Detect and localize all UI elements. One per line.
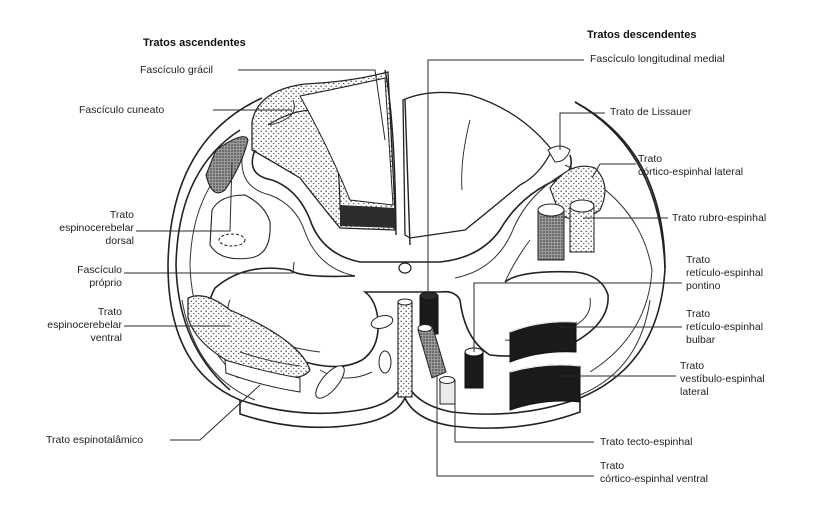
label-line: dorsal bbox=[105, 235, 134, 247]
ventral-white-matter-left bbox=[315, 315, 394, 399]
leader-lines bbox=[124, 59, 682, 477]
label-vestibulo-espinhal-lateral: Trato vestíbulo-espinhal lateral bbox=[680, 360, 765, 399]
label-line: próprio bbox=[89, 277, 122, 289]
label-espinocerebelar-ventral: Trato espinocerebelar ventral bbox=[10, 306, 122, 345]
label-line: Trato bbox=[109, 209, 134, 221]
label-line: vestíbulo-espinhal bbox=[680, 373, 765, 385]
label-line: Trato bbox=[686, 308, 711, 320]
lateral-vestibulospinal bbox=[509, 364, 581, 411]
label-fasciculo-gracil: Fascículo grácil bbox=[140, 64, 213, 76]
label-fasciculo-proprio: Fascículo próprio bbox=[22, 264, 122, 290]
label-line: retículo-espinhal bbox=[686, 267, 764, 279]
label-line: Trato bbox=[686, 254, 711, 266]
dorsal-column-right bbox=[402, 91, 553, 246]
label-line: Trato bbox=[638, 153, 663, 165]
tectospinal bbox=[439, 376, 456, 405]
label-reticulo-espinhal-bulbar: Trato retículo-espinhal bulbar bbox=[686, 308, 763, 347]
descending-tracts-heading: Tratos descendentes bbox=[587, 29, 697, 41]
label-rubro-espinhal: Trato rubro-espinhal bbox=[672, 212, 767, 224]
lissauer-tract bbox=[547, 145, 571, 163]
label-lissauer: Trato de Lissauer bbox=[610, 106, 692, 118]
label-line: lateral bbox=[680, 386, 709, 398]
label-reticulo-espinhal-pontino: Trato retículo-espinhal pontino bbox=[686, 254, 763, 293]
label-line: pontino bbox=[686, 280, 721, 292]
spinothalamic-area bbox=[224, 351, 301, 393]
spinocerebellar-dorsal-band bbox=[205, 136, 249, 194]
ventral-fissure bbox=[397, 298, 413, 398]
label-line: Fascículo bbox=[77, 264, 122, 276]
label-espinotalamico: Trato espinotalâmico bbox=[46, 434, 144, 446]
label-espinocerebelar-dorsal: Trato espinocerebelar dorsal bbox=[22, 209, 134, 248]
label-cortico-espinhal-lateral: Trato córtico-espinhal lateral bbox=[638, 153, 743, 179]
label-line: bulbar bbox=[686, 334, 716, 346]
label-line: retículo-espinhal bbox=[686, 321, 764, 333]
label-line: Trato bbox=[680, 360, 705, 372]
label-line: espinocerebelar bbox=[59, 222, 134, 234]
ascending-tracts-heading: Tratos ascendentes bbox=[143, 37, 246, 49]
pontine-reticulospinal bbox=[464, 347, 484, 389]
label-tecto-espinhal: Trato tecto-espinhal bbox=[600, 436, 693, 448]
corticospinal-ventral bbox=[417, 324, 447, 379]
dorsal-column-left bbox=[251, 69, 397, 236]
label-line: córtico-espinhal ventral bbox=[600, 473, 708, 485]
label-fasciculo-cuneato: Fascículo cuneato bbox=[79, 104, 165, 116]
label-line: Trato bbox=[600, 460, 625, 472]
rubrospinal bbox=[537, 199, 595, 261]
left-lateral-inner-blob bbox=[209, 194, 271, 260]
bulbar-reticulospinal bbox=[509, 321, 577, 363]
label-line: Trato bbox=[97, 306, 122, 318]
label-line: espinocerebelar bbox=[47, 319, 122, 331]
spinocerebellar-ventral-band bbox=[187, 295, 311, 379]
label-cortico-espinhal-ventral: Trato córtico-espinhal ventral bbox=[600, 460, 708, 486]
label-fasciculo-longitudinal-medial: Fascículo longitudinal medial bbox=[590, 53, 725, 65]
label-line: córtico-espinhal lateral bbox=[638, 166, 744, 178]
label-line: ventral bbox=[90, 332, 122, 344]
